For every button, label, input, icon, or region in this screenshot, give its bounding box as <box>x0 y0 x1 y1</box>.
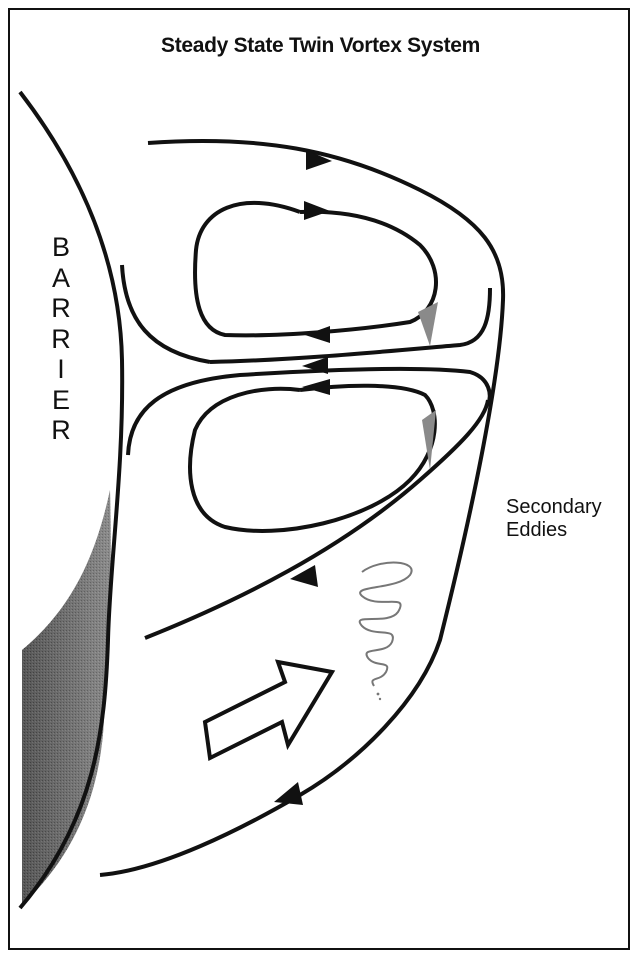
inflow-streamline <box>145 400 488 638</box>
upper-vortex-wake <box>418 302 438 346</box>
flow-arrow-center-lower <box>302 379 330 395</box>
flow-arrow-upper-vortex-top <box>304 201 330 220</box>
outer-streamline-top <box>100 141 503 875</box>
flow-arrow-upper-vortex-bottom <box>305 326 330 343</box>
flow-arrow-bottom <box>274 782 303 805</box>
secondary-eddies-swirl <box>360 563 412 686</box>
separation-streamline-upper <box>210 288 490 362</box>
upper-vortex-loop <box>195 203 436 335</box>
secondary-eddies-dot <box>377 693 380 696</box>
lower-vortex-loop <box>190 386 435 531</box>
secondary-eddies-dot <box>379 698 381 700</box>
wind-direction-arrow <box>205 662 332 758</box>
